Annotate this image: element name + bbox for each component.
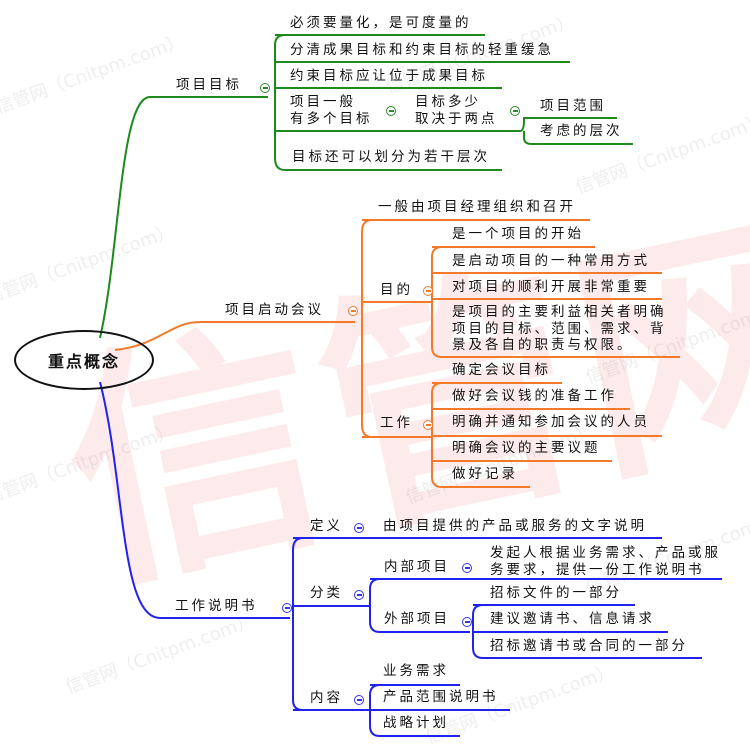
collapse-icon[interactable] [354, 523, 364, 533]
goal-count-item[interactable]: 项目范围 [540, 98, 606, 114]
goal-count-node[interactable]: 目标多少 取决于两点 [415, 94, 498, 127]
work-item[interactable]: 明确并通知参加会议的人员 [452, 414, 650, 430]
external-project-item[interactable]: 建议邀请书、信息请求 [490, 611, 655, 627]
root-node[interactable]: 重点概念 [14, 330, 154, 390]
definition-node[interactable]: 定义 [310, 518, 343, 534]
purpose-item[interactable]: 对项目的顺利开展非常重要 [452, 279, 650, 295]
definition-text[interactable]: 由项目提供的产品或服务的文字说明 [383, 518, 647, 534]
sow-node[interactable]: 工作说明书 [175, 598, 258, 614]
goal-count-item[interactable]: 考虑的层次 [540, 123, 623, 139]
internal-project-text[interactable]: 发起人根据业务需求、产品或服 务要求，提供一份工作说明书 [490, 545, 721, 578]
category-node[interactable]: 分类 [310, 585, 343, 601]
collapse-icon[interactable] [260, 83, 270, 93]
collapse-icon[interactable] [354, 590, 364, 600]
work-node[interactable]: 工作 [380, 415, 413, 431]
goal-item[interactable]: 目标还可以划分为若干层次 [292, 149, 490, 165]
collapse-icon[interactable] [510, 106, 520, 116]
purpose-item[interactable]: 是一个项目的开始 [452, 226, 584, 242]
goal-branch-lines [99, 34, 633, 339]
collapse-icon[interactable] [423, 420, 433, 430]
content-item[interactable]: 战略计划 [383, 715, 449, 731]
external-project-item[interactable]: 招标文件的一部分 [490, 585, 622, 601]
goal-item-multiple-goals[interactable]: 项目一般 有多个目标 [290, 94, 373, 127]
content-item[interactable]: 产品范围说明书 [383, 689, 499, 705]
collapse-icon[interactable] [386, 106, 396, 116]
collapse-icon[interactable] [423, 286, 433, 296]
goal-item[interactable]: 约束目标应让位于成果目标 [290, 68, 488, 84]
content-node[interactable]: 内容 [310, 690, 343, 706]
purpose-node[interactable]: 目的 [380, 282, 413, 298]
purpose-item[interactable]: 是启动项目的一种常用方式 [452, 253, 650, 269]
goal-item[interactable]: 必须要量化，是可度量的 [290, 15, 472, 31]
goal-item[interactable]: 分清成果目标和约束目标的轻重缓急 [290, 42, 554, 58]
work-item[interactable]: 做好记录 [452, 466, 518, 482]
internal-project-node[interactable]: 内部项目 [384, 559, 450, 575]
goal-node[interactable]: 项目目标 [176, 77, 242, 93]
collapse-icon[interactable] [462, 617, 472, 627]
content-item[interactable]: 业务需求 [383, 663, 449, 679]
collapse-icon[interactable] [282, 603, 292, 613]
meeting-node[interactable]: 项目启动会议 [225, 302, 324, 318]
work-item[interactable]: 做好会议钱的准备工作 [452, 388, 617, 404]
work-item[interactable]: 明确会议的主要议题 [452, 440, 601, 456]
collapse-icon[interactable] [354, 695, 364, 705]
external-project-item[interactable]: 招标邀请书或合同的一部分 [490, 638, 688, 654]
meeting-organizer[interactable]: 一般由项目经理组织和召开 [378, 199, 576, 215]
purpose-item[interactable]: 是项目的主要利益相关者明确 项目的目标、范围、需求、背 景及各自的职责与权限。 [452, 304, 667, 353]
work-item[interactable]: 确定会议目标 [452, 362, 551, 378]
sow-branch-lines [99, 381, 722, 737]
collapse-icon[interactable] [462, 563, 472, 573]
external-project-node[interactable]: 外部项目 [384, 611, 450, 627]
collapse-icon[interactable] [348, 306, 358, 316]
